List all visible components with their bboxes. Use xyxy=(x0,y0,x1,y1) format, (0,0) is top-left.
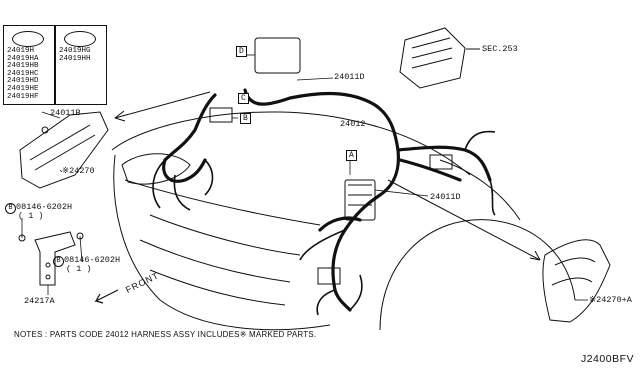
label-24270: ※24270 xyxy=(62,166,95,176)
cover-24270A xyxy=(542,239,611,323)
ecm-unit xyxy=(344,179,376,221)
leader-lines xyxy=(21,54,588,301)
harness-main xyxy=(162,88,492,312)
grille-line-1 xyxy=(149,214,301,256)
circle-b-label-2: B xyxy=(56,257,61,265)
ecm-detail xyxy=(348,184,372,206)
label-24011D-mid: 24011D xyxy=(430,192,461,202)
label-24012: 24012 xyxy=(340,119,366,129)
notes-text: NOTES : PARTS CODE 24012 HARNESS ASSY IN… xyxy=(14,330,317,339)
view-box-C: C xyxy=(238,93,249,104)
fender-outline xyxy=(113,154,331,331)
relay-box xyxy=(209,107,233,123)
legend-code: 24019HE xyxy=(7,84,39,93)
legend-code: 24019HG xyxy=(59,47,91,55)
legend-codes-right: 24019HG 24019HH xyxy=(59,47,91,63)
legend-codes-left: 24019H 24019HA 24019HB 24019HC 24019HD 2… xyxy=(7,47,39,101)
legend-code: 24019H xyxy=(7,47,35,55)
legend-code: 24019HC xyxy=(7,69,39,78)
legend-code: 24019HB xyxy=(7,62,39,71)
fender-arch xyxy=(379,219,576,331)
view-box-B: B xyxy=(240,113,251,124)
circle-b-marker: B xyxy=(5,203,16,214)
view-box-D: D xyxy=(236,46,247,57)
front-arrow xyxy=(94,289,119,304)
pointer-arrows xyxy=(114,91,541,261)
component-right xyxy=(429,154,453,170)
label-08146-a-qty: ( 1 ) xyxy=(18,211,44,221)
sec253-module xyxy=(399,27,466,89)
legend-code: 24019HA xyxy=(7,54,39,63)
fuse-box-top xyxy=(254,37,301,74)
legend-box-right: 24019HG 24019HH xyxy=(55,25,107,105)
circle-b-label: B xyxy=(8,204,13,212)
label-24011B: 24011B xyxy=(50,108,81,118)
circle-b-marker-2: B xyxy=(53,256,64,267)
view-box-A: A xyxy=(346,150,357,161)
label-24217A: 24217A xyxy=(24,296,55,306)
label-08146-a: 08146-6202H xyxy=(16,202,73,212)
component-lower xyxy=(317,267,341,285)
label-08146-b: 08146-6202H xyxy=(64,255,121,265)
harness-branches xyxy=(152,130,496,316)
legend-code: 24019HH xyxy=(59,54,91,63)
bracket-24217A xyxy=(34,231,76,286)
bumper-line xyxy=(124,179,321,226)
label-sec253: SEC.253 xyxy=(482,44,518,54)
legend-oval-right xyxy=(64,31,96,47)
body-side xyxy=(439,159,521,221)
grille-line-3 xyxy=(149,269,286,306)
hood-outline xyxy=(111,111,471,176)
label-24270A: ※24270+A xyxy=(589,295,632,305)
headlight xyxy=(121,153,191,185)
grille-line-2 xyxy=(139,239,291,283)
diagram-code: J2400BFV xyxy=(580,353,634,365)
label-24011D-top: 24011D xyxy=(334,72,365,82)
legend-code: 24019HF xyxy=(7,92,39,101)
label-08146-b-qty: ( 1 ) xyxy=(66,264,92,274)
legend-oval-left xyxy=(12,31,44,47)
bracket-24270 xyxy=(19,111,109,189)
legend-code: 24019HD xyxy=(7,77,39,86)
legend-box-left: 24019H 24019HA 24019HB 24019HC 24019HD 2… xyxy=(3,25,55,105)
